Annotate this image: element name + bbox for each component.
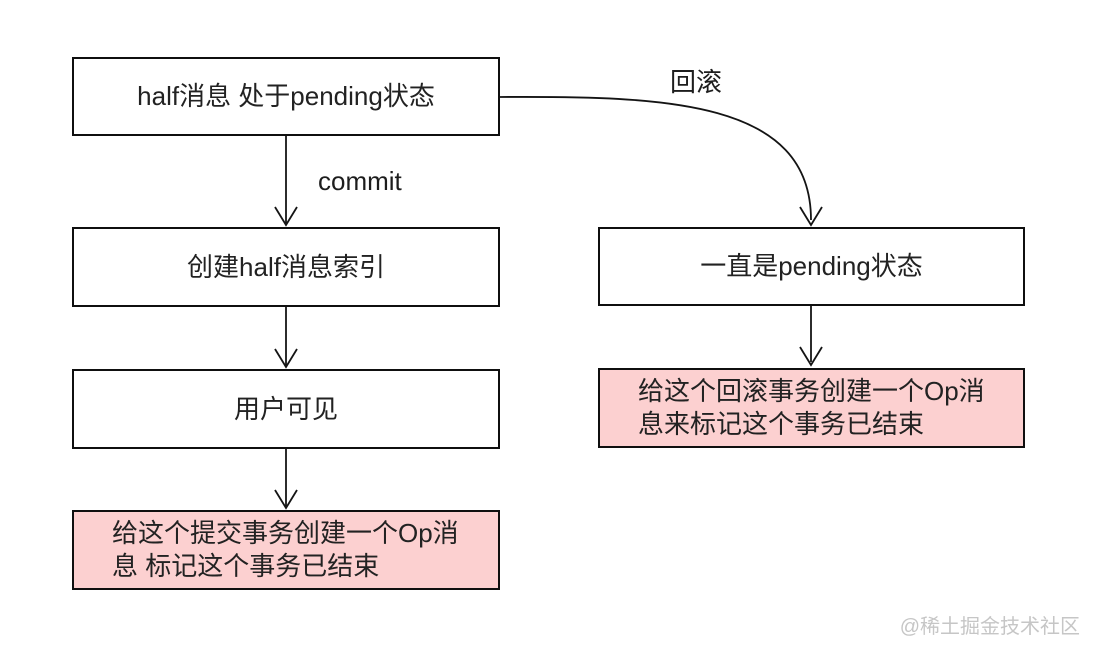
node-commit-op-message: 给这个提交事务创建一个Op消 息 标记这个事务已结束: [72, 510, 500, 590]
node-always-pending: 一直是pending状态: [598, 227, 1025, 306]
node-half-message-pending-label: half消息 处于pending状态: [137, 81, 435, 111]
edge-label-rollback: 回滚: [670, 67, 723, 97]
node-create-half-index-label: 创建half消息索引: [187, 251, 385, 282]
arrow-down-icon: [799, 346, 823, 367]
node-half-message-pending: half消息 处于pending状态: [72, 57, 500, 136]
node-commit-op-message-label: 给这个提交事务创建一个Op消 息 标记这个事务已结束: [112, 518, 459, 581]
arrow-down-icon: [799, 206, 823, 227]
node-create-half-index: 创建half消息索引: [72, 227, 500, 307]
node-user-visible: 用户可见: [72, 369, 500, 449]
arrow-down-icon: [274, 206, 298, 227]
node-always-pending-label: 一直是pending状态: [700, 251, 923, 281]
node-user-visible-label: 用户可见: [233, 393, 338, 424]
edge-label-commit: commit: [318, 166, 402, 196]
watermark: @稀土掘金技术社区: [899, 616, 1080, 638]
arrow-down-icon: [274, 348, 298, 369]
node-rollback-op-message-label: 给这个回滚事务创建一个Op消 息来标记这个事务已结束: [638, 376, 985, 439]
arrow-rollback-curve: [499, 96, 812, 221]
node-rollback-op-message: 给这个回滚事务创建一个Op消 息来标记这个事务已结束: [598, 368, 1025, 448]
arrow-down-icon: [274, 489, 298, 510]
